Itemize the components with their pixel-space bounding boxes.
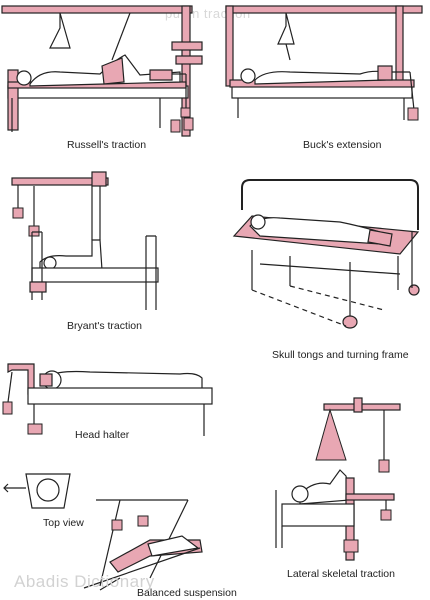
caption-top-view: Top view xyxy=(43,517,84,529)
caption-russell-traction: Russell's traction xyxy=(67,139,147,151)
head-halter-illustration xyxy=(2,363,213,436)
caption-head-halter: Head halter xyxy=(75,429,130,441)
balanced-suspension-illustration xyxy=(83,499,203,591)
buck-extension-illustration xyxy=(225,5,423,121)
skull-tongs-illustration xyxy=(232,179,420,329)
caption-lateral-traction: Lateral skeletal traction xyxy=(287,568,395,580)
caption-balanced-suspension: Balanced suspension xyxy=(137,587,237,599)
caption-skull-tongs: Skull tongs and turning frame xyxy=(272,349,409,361)
footer-watermark: Abadis Dictionary xyxy=(14,572,155,591)
lateral-traction-illustration xyxy=(275,397,401,561)
top-view-illustration xyxy=(3,473,71,509)
caption-bryant-traction: Bryant's traction xyxy=(67,320,142,332)
bryant-traction-illustration xyxy=(11,171,159,310)
russell-traction-illustration xyxy=(1,5,203,137)
caption-buck-extension: Buck's extension xyxy=(303,139,382,151)
